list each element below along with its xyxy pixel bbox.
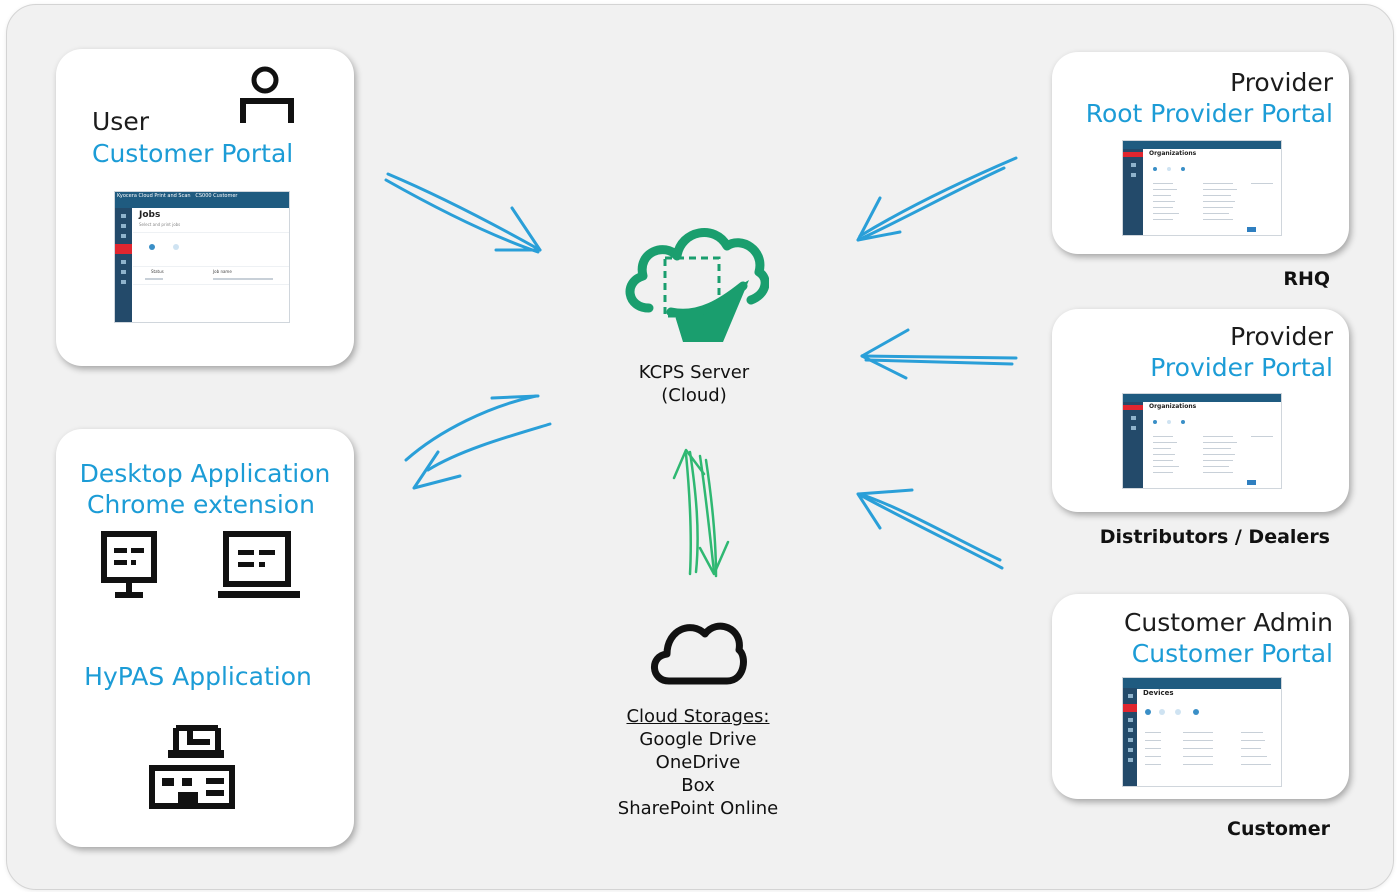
hypas-app-label: HyPAS Application <box>84 662 312 691</box>
user-portal-screenshot: Kyocera Cloud Print and Scan CS000 Custo… <box>114 191 290 323</box>
cloud-outline-icon <box>651 622 747 685</box>
customer-admin-portal-label: Customer Portal <box>1131 639 1333 668</box>
cloud-document-icon <box>625 228 769 342</box>
rhq-shot-heading: Organizations <box>1149 150 1197 157</box>
shot-col-status: Status <box>151 269 164 274</box>
rhq-portal-screenshot: Organizations <box>1122 140 1282 236</box>
provider-portal-screenshot: Organizations <box>1122 393 1282 489</box>
distributor-role-label: Provider <box>1230 322 1333 351</box>
laptop-icon <box>218 531 300 598</box>
arrow-server-storage <box>672 448 730 578</box>
cloud-storages-heading: Cloud Storages: <box>626 706 770 727</box>
rhq-portal-label: Root Provider Portal <box>1085 99 1333 128</box>
server-type: (Cloud) <box>661 385 727 406</box>
rhq-caption: RHQ <box>1283 268 1330 290</box>
chrome-extension-label: Chrome extension <box>87 490 315 519</box>
arrow-user-to-server <box>384 172 542 254</box>
arrow-customer-to-server <box>856 488 1004 570</box>
devices-portal-screenshot: Devices <box>1122 677 1282 787</box>
storage-box: Box <box>681 775 715 796</box>
arrow-apps-server <box>404 394 552 490</box>
distributor-portal-label: Provider Portal <box>1150 353 1333 382</box>
server-name: KCPS Server <box>638 362 750 383</box>
mfp-printer-icon <box>149 725 235 809</box>
desktop-app-label: Desktop Application <box>79 459 331 488</box>
rhq-role-label: Provider <box>1230 68 1333 97</box>
arrow-rhq-to-server <box>856 156 1018 242</box>
arrow-provider-to-server <box>860 328 1018 380</box>
monitor-icon <box>101 531 157 598</box>
user-portal-label: Customer Portal <box>92 139 294 168</box>
shot-tenant: CS000 Customer <box>195 193 238 199</box>
shot-brand: Kyocera Cloud Print and Scan <box>117 193 191 199</box>
user-role-label: User <box>92 107 149 136</box>
customer-admin-role-label: Customer Admin <box>1123 608 1333 637</box>
provider-shot-heading: Organizations <box>1149 403 1197 410</box>
shot-col-jobname: Job name <box>213 269 232 274</box>
storage-onedrive: OneDrive <box>655 752 741 773</box>
storage-google-drive: Google Drive <box>639 729 757 750</box>
shot-heading: Jobs <box>139 210 161 220</box>
storage-sharepoint: SharePoint Online <box>617 798 779 819</box>
distributor-caption: Distributors / Dealers <box>1099 526 1330 548</box>
devices-shot-heading: Devices <box>1143 689 1174 697</box>
user-icon <box>240 66 294 123</box>
apps-card <box>56 429 354 847</box>
customer-caption: Customer <box>1227 818 1330 840</box>
